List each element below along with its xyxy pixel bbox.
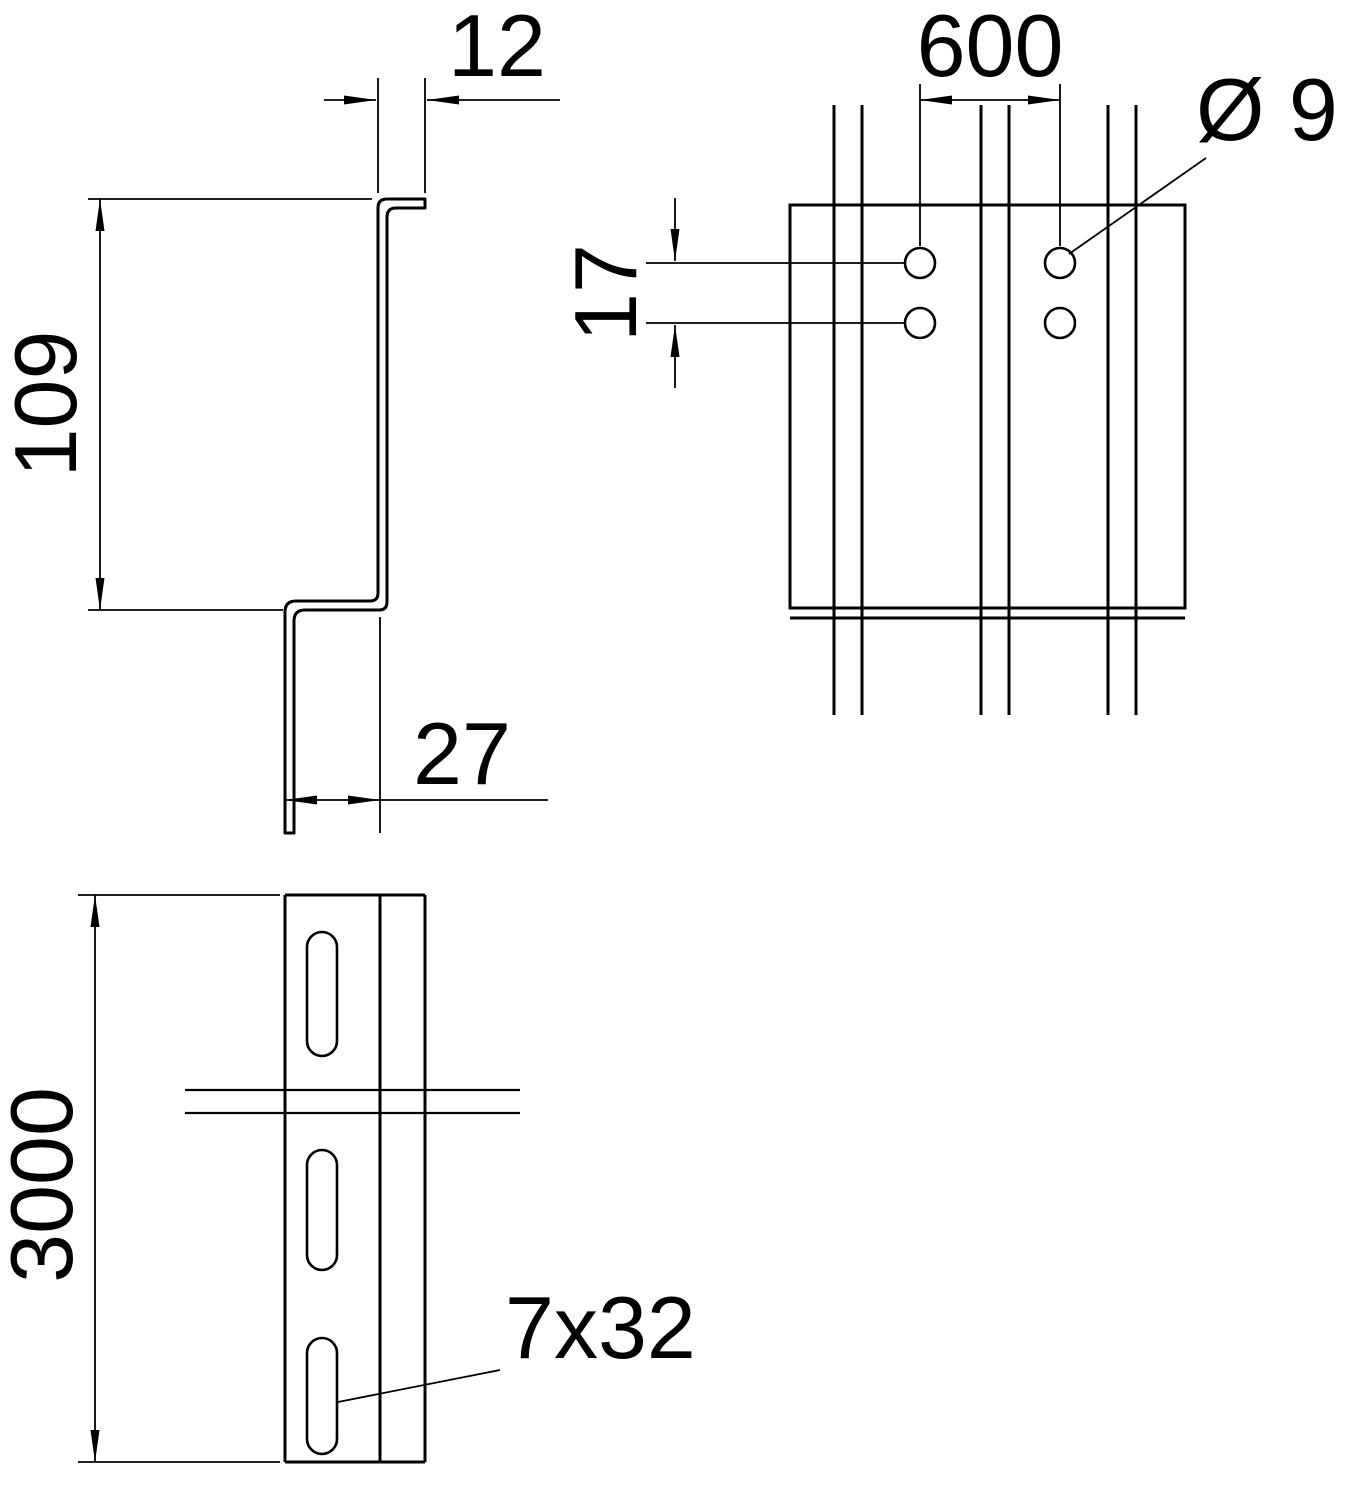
hole (1043, 306, 1077, 340)
hole-row-offset-dim-label: 17 (556, 244, 655, 342)
lip-width-dim-label: 12 (448, 0, 546, 95)
slot-size-label: 7x32 (505, 1278, 696, 1377)
hole (903, 306, 937, 340)
hole-spacing-dim-label: 600 (917, 0, 1064, 95)
rail-length-dim-label: 3000 (0, 1087, 91, 1283)
hole-diameter-label: Ø 9 (1196, 60, 1338, 159)
leader-line (337, 1369, 501, 1403)
front-view: 600 17 Ø 9 (556, 0, 1338, 715)
mounting-plate (788, 203, 1187, 610)
offset-depth-dim-label: 27 (413, 704, 511, 803)
slot (305, 1148, 339, 1272)
profile-outline (283, 197, 427, 835)
slot (305, 930, 339, 1058)
leader-line (1068, 157, 1207, 255)
profile-height-dim-label: 109 (0, 331, 95, 478)
length-view: 3000 7x32 (0, 893, 696, 1464)
hole (1043, 246, 1077, 280)
hole (903, 246, 937, 280)
slot (305, 1336, 339, 1456)
section-view: 12 109 27 (0, 0, 560, 835)
